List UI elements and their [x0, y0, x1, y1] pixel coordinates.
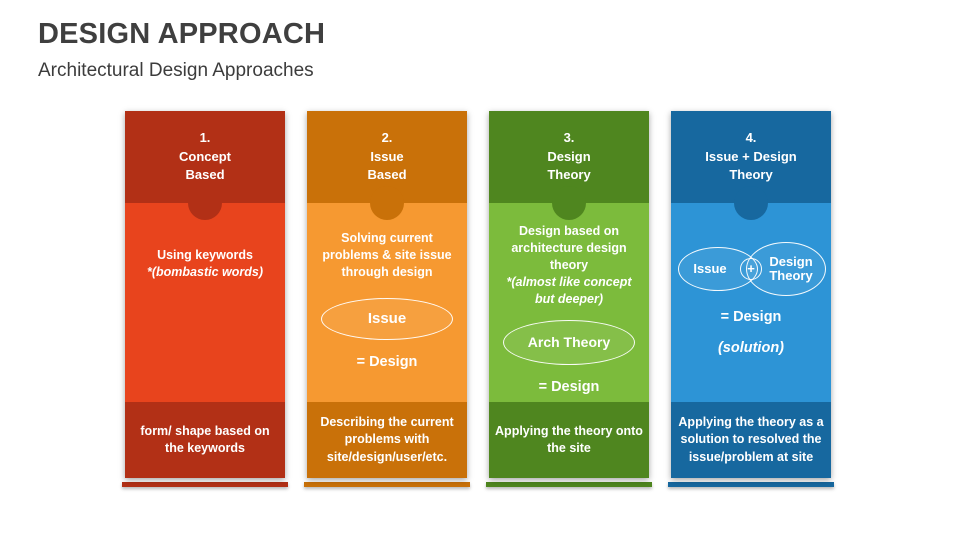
body-text: Design based on architecture design theo…: [511, 224, 627, 272]
body-text: Solving current problems & site issue th…: [322, 231, 452, 279]
card-column-concept-based: 1. Concept Based Using keywords *(bombas…: [122, 111, 288, 487]
card-number: 4.: [745, 129, 757, 145]
card-underline-strip: [304, 482, 470, 487]
card-column-issue-design-theory: 4. Issue + Design Theory Issue Design Th…: [668, 111, 834, 487]
equals-design-text: = Design: [538, 379, 600, 396]
cards-container: 1. Concept Based Using keywords *(bombas…: [122, 111, 834, 487]
card-issue-design-theory: 4. Issue + Design Theory Issue Design Th…: [671, 111, 831, 478]
arch-theory-ellipse-shape: Arch Theory: [503, 320, 635, 366]
card-column-issue-based: 2. Issue Based Solving current problems …: [304, 111, 470, 487]
card-body: Issue Design Theory + = Design (solution…: [671, 203, 831, 402]
page-subtitle: Architectural Design Approaches: [38, 60, 314, 81]
plus-sign: +: [747, 261, 755, 277]
body-note: *(almost like concept but deeper): [506, 274, 632, 306]
header-notch-shape: [734, 186, 768, 220]
card-title-line: Issue: [370, 148, 404, 164]
card-title-line: Concept: [179, 148, 231, 164]
card-design-theory: 3. Design Theory Design based on archite…: [489, 111, 649, 478]
card-title-line: Based: [367, 167, 407, 183]
card-title-line: Theory: [547, 167, 591, 183]
card-title-line: Theory: [729, 167, 773, 183]
footer-text: form/ shape based on the keywords: [140, 423, 270, 456]
card-body: Design based on architecture design theo…: [489, 203, 649, 402]
equals-design-text: = Design: [356, 353, 418, 370]
card-footer: Applying the theory as a solution to res…: [671, 402, 831, 478]
card-title-line: Based: [185, 167, 225, 183]
venn-left-label: Issue: [693, 260, 727, 276]
equals-note: (solution): [717, 339, 785, 356]
card-title-line: Design: [547, 148, 591, 164]
card-body: Solving current problems & site issue th…: [307, 203, 467, 402]
card-header: 3. Design Theory: [489, 111, 649, 203]
venn-diagram: Issue Design Theory +: [676, 239, 826, 297]
card-footer: Applying the theory onto the site: [489, 402, 649, 478]
card-title-line: Issue + Design: [705, 148, 797, 164]
body-note: *(bombastic words): [147, 264, 263, 279]
footer-text: Describing the current problems with sit…: [320, 414, 454, 464]
ellipse-label: Issue: [367, 309, 407, 327]
footer-text: Applying the theory onto the site: [495, 423, 643, 456]
plus-circle-icon: +: [740, 258, 762, 280]
header-notch-shape: [370, 186, 404, 220]
page-title: DESIGN APPROACH: [38, 18, 326, 50]
card-number: 3.: [563, 129, 575, 145]
card-issue-based: 2. Issue Based Solving current problems …: [307, 111, 467, 478]
card-underline-strip: [486, 482, 652, 487]
card-footer: form/ shape based on the keywords: [125, 402, 285, 478]
card-number: 2.: [381, 129, 393, 145]
card-underline-strip: [122, 482, 288, 487]
card-column-design-theory: 3. Design Theory Design based on archite…: [486, 111, 652, 487]
header-notch-shape: [552, 186, 586, 220]
venn-right-label: Design Theory: [769, 253, 813, 283]
card-number: 1.: [199, 129, 211, 145]
card-concept-based: 1. Concept Based Using keywords *(bombas…: [125, 111, 285, 478]
card-footer: Describing the current problems with sit…: [307, 402, 467, 478]
equals-design-text: = Design: [720, 309, 782, 325]
card-underline-strip: [668, 482, 834, 487]
issue-ellipse-shape: Issue: [321, 297, 453, 340]
card-body: Using keywords *(bombastic words): [125, 203, 285, 402]
footer-text: Applying the theory as a solution to res…: [678, 414, 824, 464]
body-text: Using keywords: [157, 248, 253, 262]
ellipse-label: Arch Theory: [527, 334, 611, 351]
header-notch-shape: [188, 186, 222, 220]
